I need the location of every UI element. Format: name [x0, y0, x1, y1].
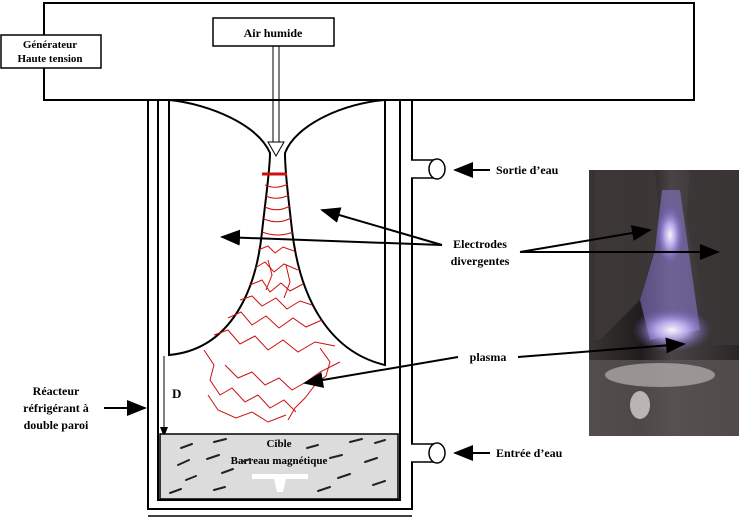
- reactor-vessel: [147, 100, 413, 510]
- distance-label: D: [172, 386, 181, 401]
- electrodes-label-1: Electrodes: [453, 237, 507, 251]
- water-inlet: [410, 442, 446, 464]
- plasma-photo: [589, 170, 739, 436]
- right-electrode: [283, 98, 386, 367]
- water-inlet-label: Entrée d’eau: [496, 446, 563, 460]
- reactor-label-2: réfrigérant à: [23, 401, 89, 415]
- air-inlet-box: [212, 17, 335, 47]
- target-label: Cible: [266, 438, 291, 450]
- reactor-label-3: double paroi: [24, 418, 89, 432]
- electrodes-label-2: divergentes: [451, 254, 510, 268]
- air-label: Air humide: [244, 26, 303, 40]
- distance-marker: D: [160, 356, 181, 437]
- generator-box: [0, 34, 102, 69]
- generator-label-1: Générateur: [23, 39, 77, 51]
- reactor-lid: [43, 2, 695, 101]
- water-outlet: [410, 158, 446, 180]
- reactor-label-1: Réacteur: [33, 384, 80, 398]
- magnetic-stirrer: [252, 474, 308, 492]
- air-flow-arrow: [267, 46, 285, 158]
- left-electrode: [168, 98, 272, 357]
- annotation-arrows: [104, 162, 720, 461]
- water-outlet-label: Sortie d’eau: [496, 163, 559, 177]
- particles: [169, 438, 386, 494]
- stir-bar-label: Barreau magnétique: [231, 455, 328, 467]
- plasma-label: plasma: [470, 350, 507, 364]
- generator-label-2: Haute tension: [17, 53, 82, 65]
